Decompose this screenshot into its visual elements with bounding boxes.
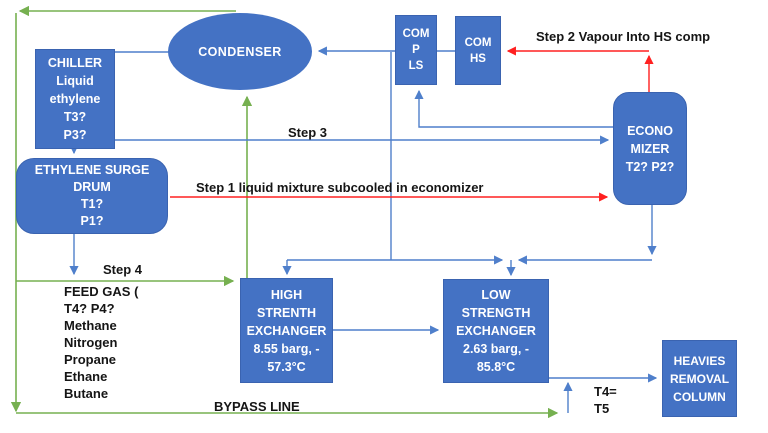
step1-label: Step 1 liquid mixture subcooled in econo… <box>196 180 484 195</box>
chiller-node: CHILLER Liquid ethylene T3? P3? <box>35 49 115 149</box>
low-exchanger-line: LOW <box>481 288 511 302</box>
step3-label: Step 3 <box>288 125 328 140</box>
feed-gas-line: Nitrogen <box>64 335 118 350</box>
feed-gas-label: FEED GAS ( T4? P4? Methane Nitrogen Prop… <box>64 283 184 402</box>
compressor-hs-node: COM HS <box>455 16 501 85</box>
drum-line: P1? <box>80 214 104 228</box>
low-strength-exchanger-node: LOW STRENGTH EXCHANGER 2.63 barg, - 85.8… <box>443 279 549 383</box>
t4-label: T4= <box>594 384 617 399</box>
comp-ls-line: P <box>412 44 420 56</box>
compressor-ls-node: COM P LS <box>395 15 437 85</box>
economizer-line: MIZER <box>630 141 670 156</box>
heavies-line: REMOVAL <box>669 371 730 386</box>
comp-hs-line: COM <box>464 36 492 49</box>
chiller-line: Liquid <box>56 74 94 88</box>
economizer-line: ECONO <box>627 123 673 138</box>
comp-hs-line: HS <box>470 52 486 65</box>
low-exchanger-line: STRENGTH <box>461 306 531 320</box>
chiller-line: T3? <box>63 110 87 124</box>
heavies-removal-column-node: HEAVIES REMOVAL COLUMN <box>662 340 737 417</box>
green-flow-lines <box>10 5 559 419</box>
t4-t5-label: T4= T5 <box>594 383 617 417</box>
comp-ls-line: LS <box>408 60 424 72</box>
drum-line: ETHYLENE SURGE <box>34 163 150 177</box>
chiller-line: P3? <box>63 128 87 142</box>
red-flow-lines <box>170 46 654 202</box>
step2-label: Step 2 Vapour Into HS comp <box>536 29 711 44</box>
condenser-node: CONDENSER <box>168 13 312 90</box>
chiller-line: ethylene <box>49 92 101 106</box>
low-exchanger-line: EXCHANGER <box>456 324 536 338</box>
high-exchanger-line: EXCHANGER <box>246 323 327 338</box>
high-exchanger-line: STRENTH <box>256 305 317 320</box>
high-strength-exchanger-node: HIGH STRENTH EXCHANGER 8.55 barg, - 57.3… <box>240 278 333 383</box>
economizer-node: ECONO MIZER T2? P2? <box>613 92 687 205</box>
low-exchanger-line: 85.8°C <box>476 360 516 374</box>
high-exchanger-line: 8.55 barg, - <box>253 341 320 356</box>
high-exchanger-line: HIGH <box>270 287 303 302</box>
ethylene-surge-drum-node: ETHYLENE SURGE DRUM T1? P1? <box>16 158 168 234</box>
t5-label: T5 <box>594 401 610 416</box>
heavies-line: HEAVIES <box>673 353 726 368</box>
feed-gas-line: Butane <box>64 386 109 401</box>
step4-label: Step 4 <box>103 262 143 277</box>
drum-line: DRUM <box>73 180 111 194</box>
feed-gas-line: T4? P4? <box>64 301 115 316</box>
low-exchanger-line: 2.63 barg, - <box>463 342 529 356</box>
feed-gas-line: Propane <box>64 352 117 367</box>
comp-ls-line: COM <box>402 28 430 40</box>
heavies-line: COLUMN <box>673 389 726 404</box>
feed-gas-line: Methane <box>64 318 117 333</box>
economizer-line: T2? P2? <box>625 159 675 174</box>
high-exchanger-line: 57.3°C <box>267 359 306 374</box>
bypass-line-label: BYPASS LINE <box>214 399 300 414</box>
chiller-line: CHILLER <box>47 56 103 70</box>
drum-line: T1? <box>80 197 104 211</box>
feed-gas-line: Ethane <box>64 369 108 384</box>
feed-gas-line: FEED GAS ( <box>64 284 139 299</box>
blue-flow-lines <box>69 46 658 413</box>
condenser-label: CONDENSER <box>198 44 282 59</box>
